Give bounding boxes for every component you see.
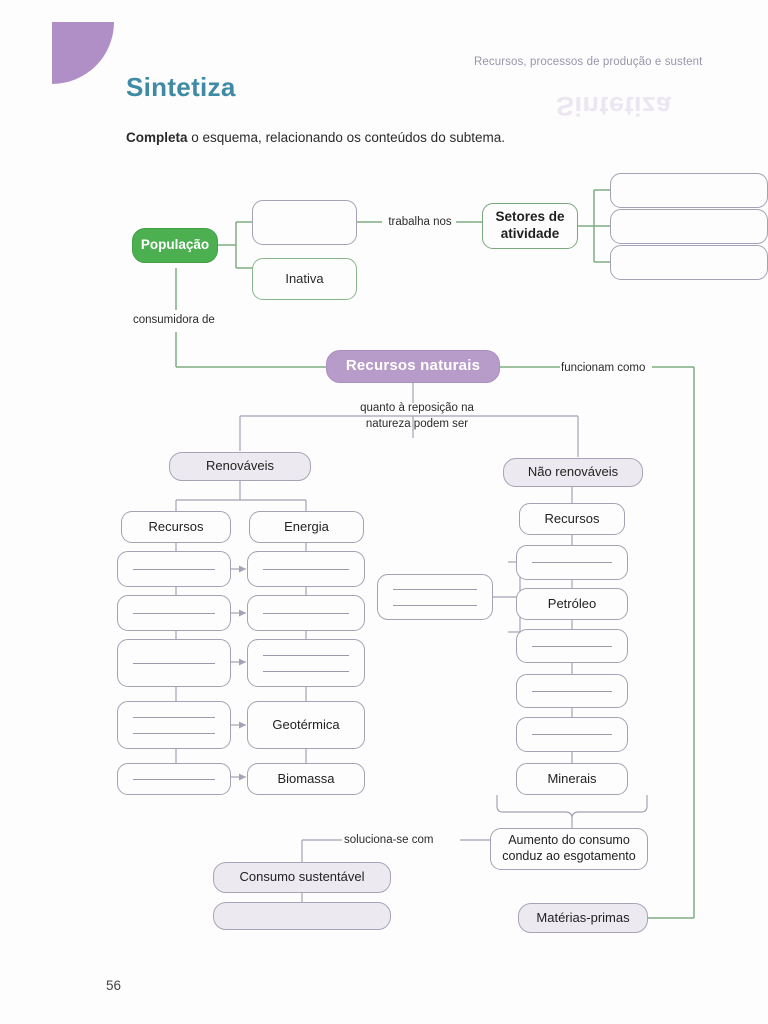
blank-right-resource-3[interactable] xyxy=(516,674,628,708)
page-number: 56 xyxy=(106,978,122,993)
node-renovaveis[interactable]: Renováveis xyxy=(169,452,311,481)
edge-label-soluciona-se-com: soluciona-se com xyxy=(344,834,434,846)
node-setor-3[interactable] xyxy=(610,245,768,280)
blank-right-resource-4[interactable] xyxy=(516,717,628,752)
node-recursos-direita[interactable]: Recursos xyxy=(519,503,625,535)
instruction-text: Completa o esquema, relacionando os cont… xyxy=(126,130,505,145)
node-recursos-naturais[interactable]: Recursos naturais xyxy=(326,350,500,383)
node-materias-primas[interactable]: Matérias-primas xyxy=(518,903,648,933)
blank-left-energy-2[interactable] xyxy=(247,595,365,631)
node-nao-renovaveis[interactable]: Não renováveis xyxy=(503,458,643,487)
running-head: Recursos, processos de produção e susten… xyxy=(474,56,703,68)
blank-left-resource-4[interactable] xyxy=(117,701,231,749)
node-biomassa[interactable]: Biomassa xyxy=(247,763,365,795)
blank-left-resource-3[interactable] xyxy=(117,639,231,687)
node-setores-atividade[interactable]: Setores de atividade xyxy=(482,203,578,249)
node-minerais[interactable]: Minerais xyxy=(516,763,628,795)
edge-label-consumidora-de: consumidora de xyxy=(133,314,215,326)
node-inativa[interactable]: Inativa xyxy=(252,258,357,300)
instruction-bold: Completa xyxy=(126,130,188,145)
blank-left-resource-2[interactable] xyxy=(117,595,231,631)
node-energia[interactable]: Energia xyxy=(249,511,364,543)
node-ativa-blank[interactable] xyxy=(252,200,357,245)
page-title: Sintetiza xyxy=(126,72,236,102)
node-consumo-sustentavel[interactable]: Consumo sustentável xyxy=(213,862,391,893)
blank-left-energy-3[interactable] xyxy=(247,639,365,687)
blank-left-energy-1[interactable] xyxy=(247,551,365,587)
blank-left-resource-1[interactable] xyxy=(117,551,231,587)
instruction-rest: o esquema, relacionando os conteúdos do … xyxy=(187,130,505,145)
edge-label-quanto-reposicao: quanto à reposição na natureza podem ser xyxy=(360,402,474,430)
edge-label-funcionam-como: funcionam como xyxy=(561,362,646,374)
node-setor-1[interactable] xyxy=(610,173,768,208)
node-populacao[interactable]: População xyxy=(132,228,218,263)
blank-consumo-sustentavel[interactable] xyxy=(213,902,391,930)
blank-right-resource-1[interactable] xyxy=(516,545,628,580)
node-aumento-consumo[interactable]: Aumento do consumo conduz ao esgotamento xyxy=(490,828,648,870)
node-petroleo[interactable]: Petróleo xyxy=(516,588,628,620)
node-setor-2[interactable] xyxy=(610,209,768,244)
blank-middle-box[interactable] xyxy=(377,574,493,620)
blank-left-resource-5[interactable] xyxy=(117,763,231,795)
node-geotermica[interactable]: Geotérmica xyxy=(247,701,365,749)
blank-right-resource-2[interactable] xyxy=(516,629,628,663)
node-recursos-esquerda[interactable]: Recursos xyxy=(121,511,231,543)
edge-label-trabalha-nos: trabalha nos xyxy=(388,216,452,228)
